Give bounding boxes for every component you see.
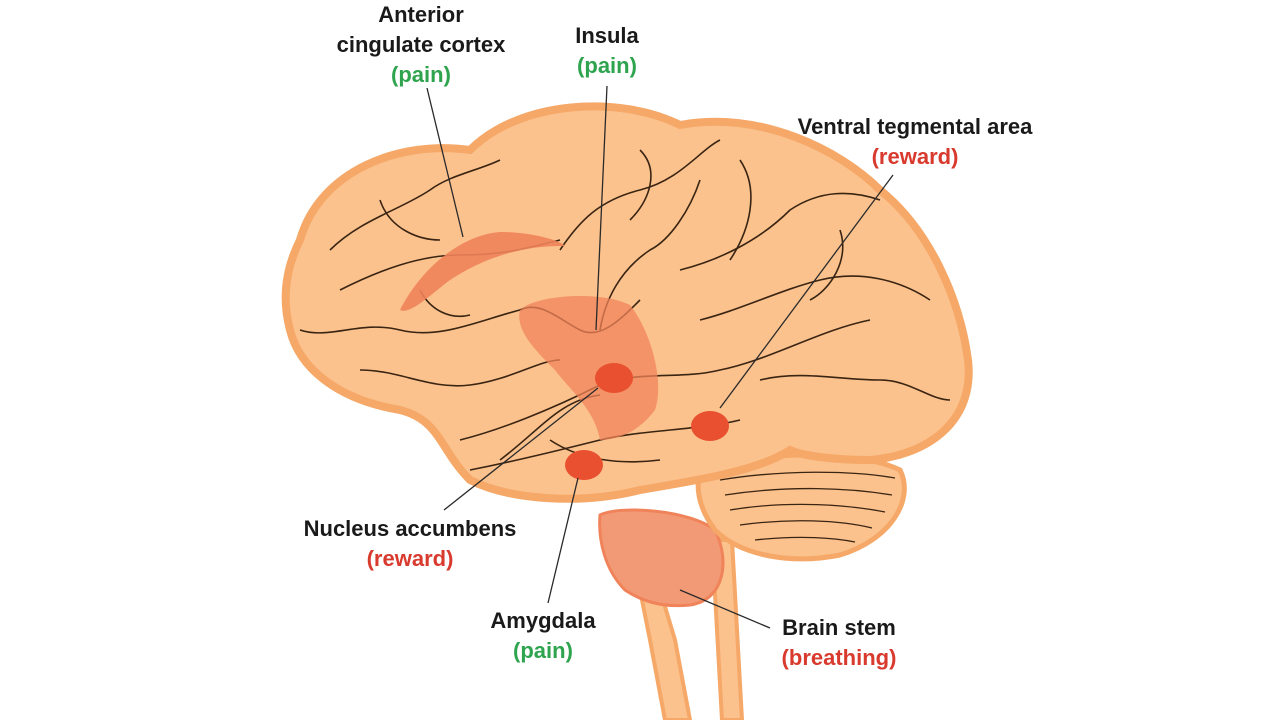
label-name: Amygdala <box>490 608 596 633</box>
label-function: (reward) <box>871 144 959 169</box>
label-function: (reward) <box>366 546 454 571</box>
label-name: Insula <box>575 23 639 48</box>
acc-region <box>400 232 565 311</box>
vta-spot <box>691 411 729 441</box>
cerebellum-folds <box>719 471 896 543</box>
label-brain-stem: Brain stem (breathing) <box>782 613 897 673</box>
brain-stem-region <box>598 508 725 608</box>
amygdala-spot <box>565 450 603 480</box>
label-insula: Insula (pain) <box>575 21 639 81</box>
label-function: (pain) <box>513 638 573 663</box>
label-name: Nucleus accumbens <box>303 516 517 541</box>
label-name: Anterior <box>378 2 464 27</box>
label-ventral-tegmental-area: Ventral tegmental area (reward) <box>798 112 1033 172</box>
spinal-cord <box>637 588 693 720</box>
label-function: (breathing) <box>781 645 897 670</box>
label-name: Brain stem <box>782 615 896 640</box>
label-name: cingulate cortex <box>336 32 506 57</box>
label-anterior-cingulate-cortex: Anterior cingulate cortex (pain) <box>337 0 506 90</box>
leader-lines <box>426 85 894 629</box>
insula-region <box>519 295 659 440</box>
label-name: Ventral tegmental area <box>797 114 1033 139</box>
label-function: (pain) <box>391 62 451 87</box>
label-function: (pain) <box>577 53 637 78</box>
label-amygdala: Amygdala (pain) <box>490 606 595 666</box>
label-nucleus-accumbens: Nucleus accumbens (reward) <box>304 514 517 574</box>
nucleus-accumbens-spot <box>595 363 633 393</box>
